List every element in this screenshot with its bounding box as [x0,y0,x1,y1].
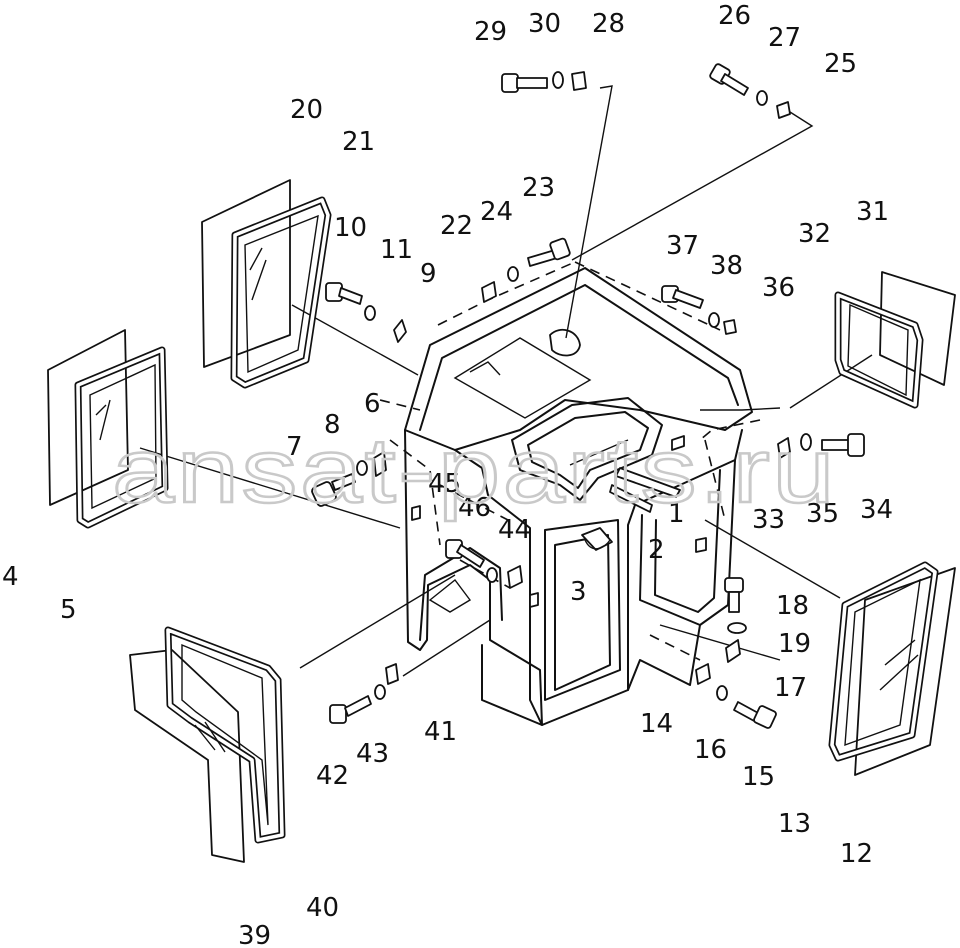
callout-6: 6 [364,389,381,419]
roof-hook [549,328,581,357]
callout-29: 29 [474,17,507,47]
callout-1: 1 [668,499,685,529]
callout-44: 44 [498,515,531,545]
callout-18: 18 [776,591,809,621]
window-seal-5 [74,346,169,529]
callout-2: 2 [648,535,665,565]
callout-28: 28 [592,9,625,39]
callout-43: 43 [356,739,389,769]
callout-7: 7 [286,432,303,462]
callout-20: 20 [290,95,323,125]
callout-35: 35 [806,499,839,529]
callout-37: 37 [666,231,699,261]
callout-36: 36 [762,273,795,303]
fasteners [311,63,865,729]
callout-24: 24 [480,197,513,227]
callout-22: 22 [440,211,473,241]
cab-body [404,267,753,726]
callout-10: 10 [334,213,367,243]
callout-labels: 1 2 3 4 5 6 7 8 9 10 11 12 13 14 15 16 1… [2,1,893,948]
window-seal-21 [230,196,332,389]
callout-30: 30 [528,9,561,39]
window-seal-32 [834,291,924,409]
callout-40: 40 [306,893,339,923]
callout-45: 45 [428,469,461,499]
window-glass-12 [854,567,956,776]
watermark: ansat-parts.ru [112,420,837,522]
callout-12: 12 [840,839,873,869]
callout-34: 34 [860,495,893,525]
callout-8: 8 [324,410,341,440]
callout-46: 46 [458,493,491,523]
callout-31: 31 [856,197,889,227]
window-glass-39 [129,649,245,863]
callout-13: 13 [778,809,811,839]
callout-9: 9 [420,259,437,289]
window-seal-40 [164,626,286,844]
callout-16: 16 [694,735,727,765]
callout-26: 26 [718,1,751,31]
window-seal-13 [828,561,939,762]
callout-38: 38 [710,251,743,281]
callout-3: 3 [570,577,587,607]
callout-33: 33 [752,505,785,535]
callout-39: 39 [238,921,271,948]
callout-23: 23 [522,173,555,203]
callout-41: 41 [424,717,457,747]
callout-14: 14 [640,709,673,739]
callout-42: 42 [316,761,349,791]
callout-15: 15 [742,762,775,792]
callout-32: 32 [798,219,831,249]
callout-11: 11 [380,235,413,265]
callout-19: 19 [778,629,811,659]
callout-27: 27 [768,23,801,53]
callout-4: 4 [2,562,19,592]
callout-17: 17 [774,673,807,703]
callout-21: 21 [342,127,375,157]
callout-25: 25 [824,49,857,79]
callout-5: 5 [60,595,77,625]
leader-lines [139,85,873,677]
